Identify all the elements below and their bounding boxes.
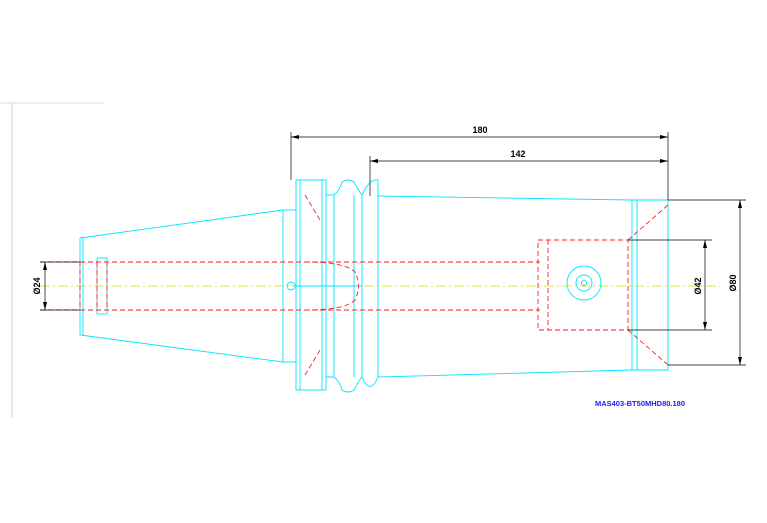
dim-body-dia: Ø80 (728, 274, 738, 291)
dim-bore-dia: Ø24 (32, 277, 42, 294)
part-number-label: MAS403-BT50MHD80.180 (595, 399, 685, 408)
dimension-lines (40, 132, 746, 366)
dim-body-length: 142 (510, 149, 525, 159)
dim-overall-length: 180 (472, 125, 487, 135)
dim-shank-dia: Ø42 (693, 277, 703, 294)
arrow-heads (43, 135, 742, 365)
page-frame (0, 102, 104, 418)
hidden-lines (40, 194, 669, 376)
